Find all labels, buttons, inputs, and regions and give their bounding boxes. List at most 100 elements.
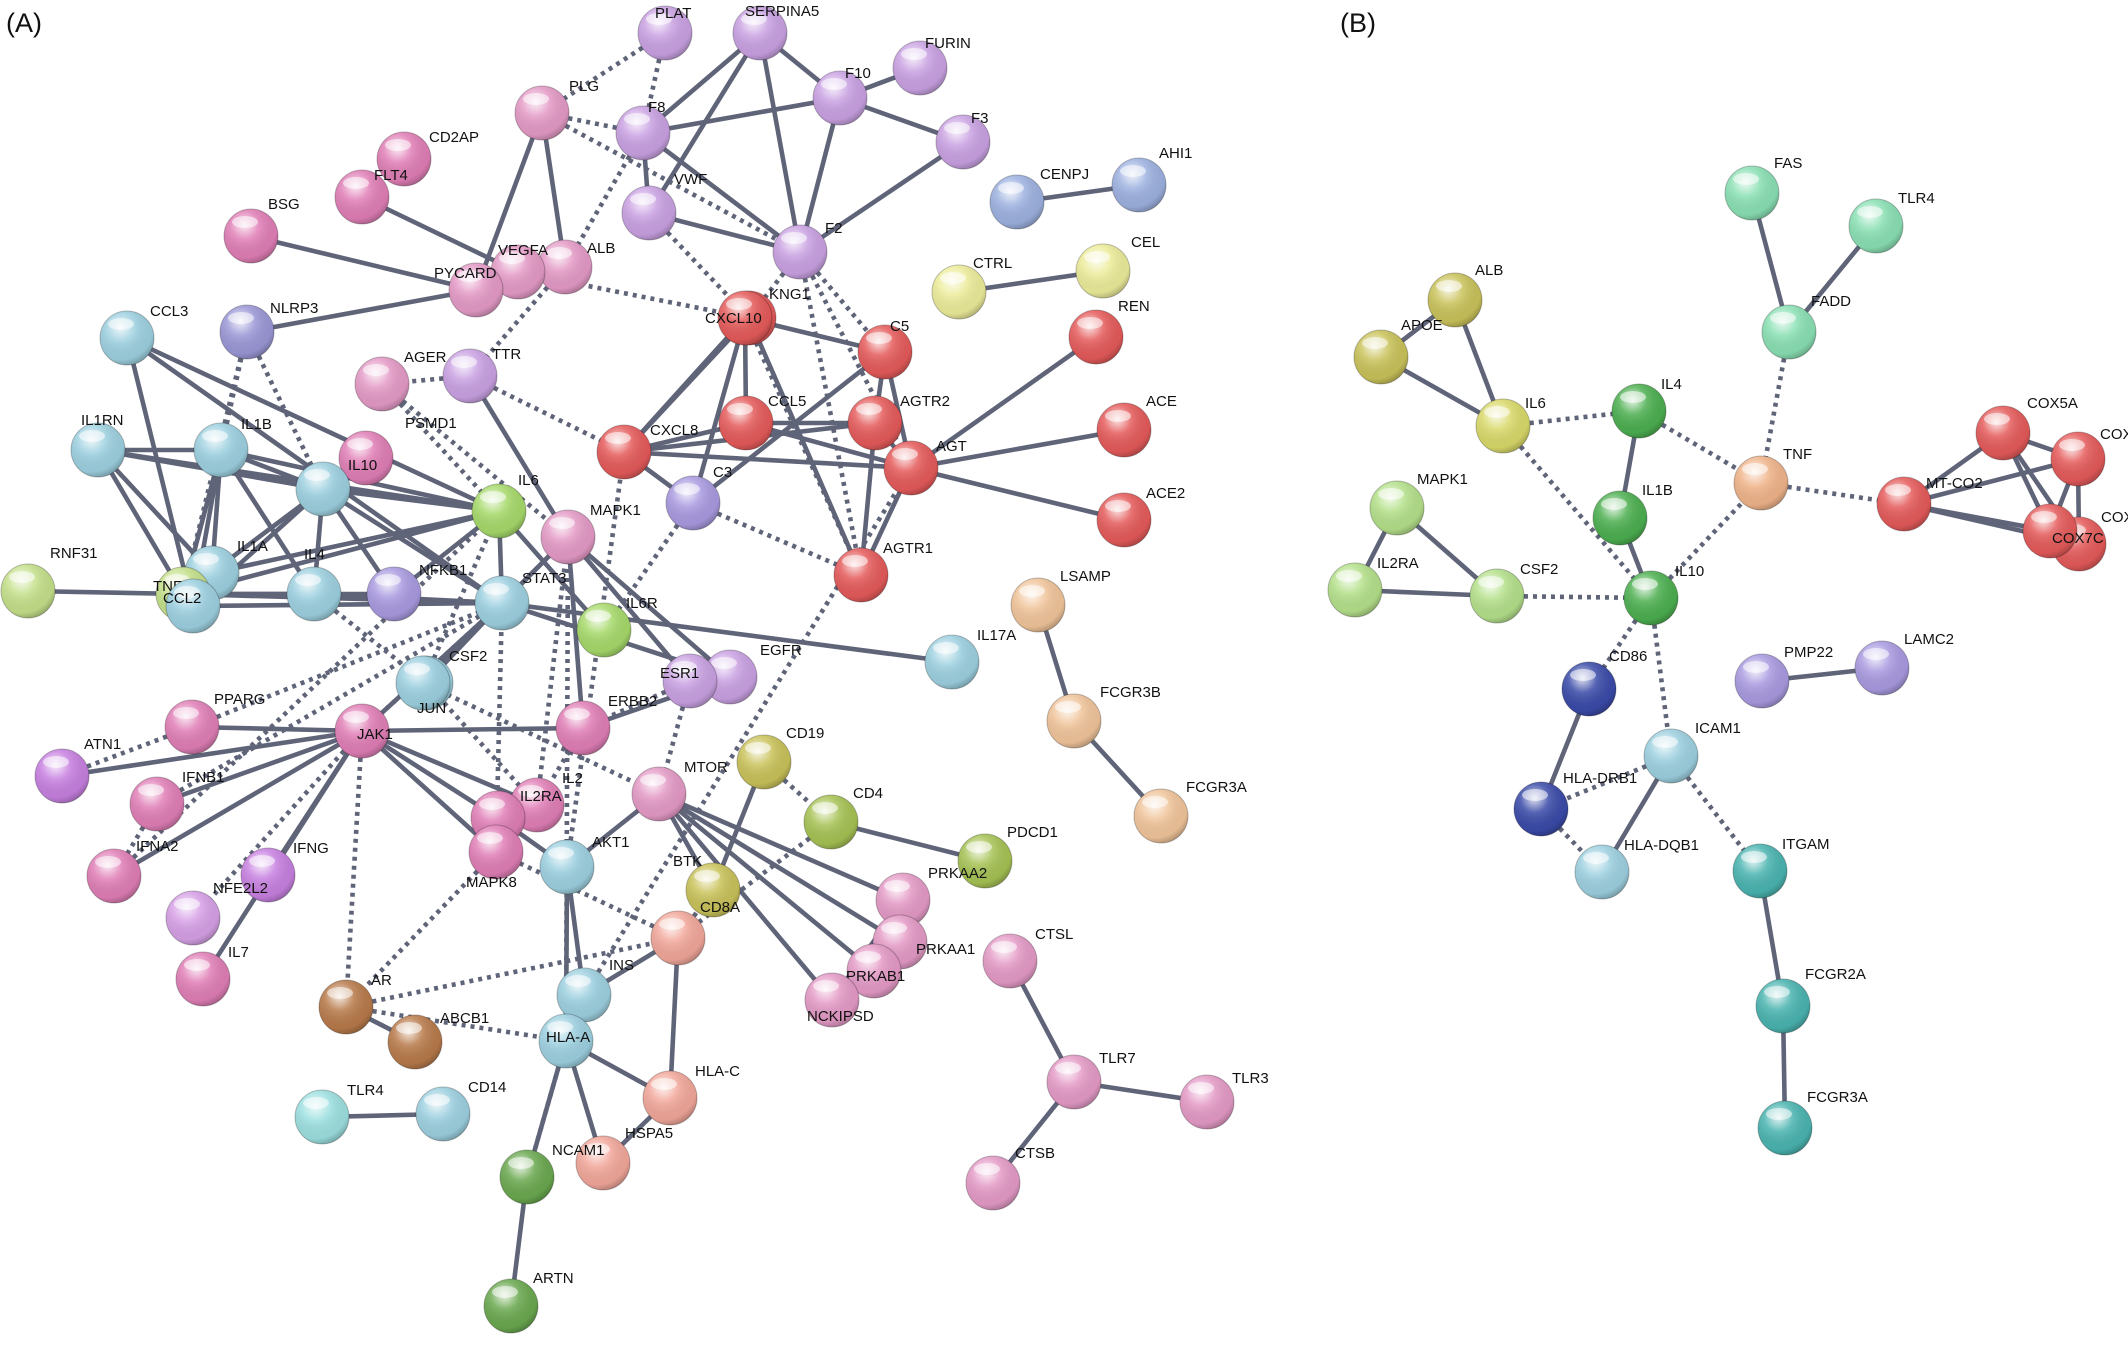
- panel-a-node-ar[interactable]: AR: [318, 972, 392, 1035]
- panel-a-node-artn[interactable]: ARTN: [483, 1270, 574, 1334]
- panel-b-node-apoe[interactable]: APOE: [1353, 317, 1443, 385]
- panel-a-node-ctsl[interactable]: CTSL: [982, 926, 1073, 989]
- panel-a-node-ren[interactable]: REN: [1068, 298, 1150, 365]
- panel-a-node-ccl2[interactable]: CCL2: [163, 578, 221, 634]
- panel-a-node-tlr7[interactable]: TLR7: [1046, 1050, 1136, 1110]
- panel-a-node-il7[interactable]: IL7: [175, 944, 249, 1007]
- panel-a-node-ctrl[interactable]: CTRL: [931, 255, 1012, 320]
- panel-a-node-rnf31[interactable]: RNF31: [0, 545, 98, 619]
- panel-a-node-nlrp3[interactable]: NLRP3: [219, 300, 318, 360]
- panel-a-node-alb[interactable]: ALB: [537, 239, 615, 295]
- panel-a-node-cel[interactable]: CEL: [1075, 234, 1160, 299]
- panel-a-node-furin[interactable]: FURIN: [892, 35, 971, 96]
- panel-a-node-esr1[interactable]: ESR1: [660, 653, 718, 709]
- panel-a-node-il1b[interactable]: IL1B: [193, 416, 272, 478]
- panel-a-node-il1rn[interactable]: IL1RN: [70, 412, 126, 478]
- panel-a-node-fcgr3b[interactable]: FCGR3B: [1046, 684, 1161, 749]
- panel-b-node-fcgr3a[interactable]: FCGR3A: [1757, 1089, 1868, 1156]
- panel-a-node-abcb1[interactable]: ABCB1: [387, 1010, 489, 1070]
- panel-a-node-il6r[interactable]: IL6R: [576, 595, 658, 658]
- panel-a-node-serpina5[interactable]: SERPINA5: [732, 3, 819, 61]
- panel-b-node-tlr4[interactable]: TLR4: [1848, 190, 1935, 254]
- panel-a-node-ifnb1[interactable]: IFNB1: [129, 769, 225, 832]
- panel-a-node-cd14[interactable]: CD14: [415, 1079, 506, 1142]
- panel-a-node-ace2[interactable]: ACE2: [1096, 485, 1185, 548]
- panel-a-node-ace[interactable]: ACE: [1096, 393, 1177, 458]
- panel-b-node-fadd[interactable]: FADD: [1761, 293, 1851, 360]
- panel-b-node-hla-dqb1[interactable]: HLA-DQB1: [1574, 837, 1699, 900]
- panel-a-node-nfkb1[interactable]: NFKB1: [366, 562, 467, 622]
- panel-a-node-tlr4[interactable]: TLR4: [294, 1082, 384, 1145]
- panel-b-node-mt-co2[interactable]: MT-CO2: [1876, 475, 1983, 532]
- panel-a-node-hspa5[interactable]: HSPA5: [575, 1125, 673, 1191]
- panel-a-node-agtr2[interactable]: AGTR2: [847, 393, 950, 451]
- panel-a-node-prkaa2[interactable]: PRKAA2: [875, 865, 987, 928]
- panel-a-node-cxcl8[interactable]: CXCL8: [596, 422, 698, 480]
- panel-a-node-egfr[interactable]: EGFR: [702, 642, 802, 705]
- panel-b-node-il1b[interactable]: IL1B: [1592, 482, 1673, 546]
- panel-a-node-mapk8[interactable]: MAPK8: [466, 824, 524, 891]
- panel-b-node-il2ra[interactable]: IL2RA: [1327, 555, 1419, 618]
- panel-a-node-akt1[interactable]: AKT1: [539, 834, 630, 895]
- panel-a-node-fcgr3a[interactable]: FCGR3A: [1133, 779, 1247, 844]
- panel-a-node-stat3[interactable]: STAT3: [474, 570, 566, 631]
- panel-b-node-lamc2[interactable]: LAMC2: [1854, 631, 1954, 696]
- panel-b-node-mapk1[interactable]: MAPK1: [1369, 471, 1468, 536]
- panel-a-node-hla-c[interactable]: HLA-C: [642, 1063, 740, 1126]
- panel-a-node-il17a[interactable]: IL17A: [924, 627, 1016, 690]
- panel-a-node-cd19[interactable]: CD19: [736, 725, 824, 790]
- panel-a-node-ahi1[interactable]: AHI1: [1111, 145, 1192, 213]
- panel-a-node-flt4[interactable]: FLT4: [334, 167, 408, 225]
- panel-a-node-plg[interactable]: PLG: [514, 78, 599, 141]
- panel-b-node-cox5a[interactable]: COX5A: [1975, 395, 2078, 461]
- panel-b-node-fas[interactable]: FAS: [1724, 155, 1802, 221]
- panel-a-node-ager[interactable]: AGER: [354, 349, 447, 412]
- panel-b-node-hla-drb1[interactable]: HLA-DRB1: [1513, 770, 1637, 837]
- panel-b-node-cox5b[interactable]: COX5B: [2050, 426, 2128, 487]
- panel-a-node-ncam1[interactable]: NCAM1: [499, 1142, 605, 1205]
- panel-a-node-pdcd1[interactable]: PDCD1: [957, 824, 1058, 889]
- panel-a-node-il6[interactable]: IL6: [471, 472, 539, 539]
- panel-b-node-fcgr2a[interactable]: FCGR2A: [1755, 966, 1866, 1034]
- panel-b-node-pmp22[interactable]: PMP22: [1734, 644, 1833, 709]
- panel-a-node-ttr[interactable]: TTR: [442, 346, 521, 404]
- panel-a-node-f10[interactable]: F10: [812, 65, 871, 126]
- panel-a-node-agtr1[interactable]: AGTR1: [833, 540, 933, 603]
- panel-a-node-pparg[interactable]: PPARG: [164, 691, 265, 755]
- panel-a-node-mtor[interactable]: MTOR: [631, 759, 728, 822]
- panel-a-node-c5[interactable]: C5: [857, 318, 913, 380]
- panel-a-node-plat[interactable]: PLAT: [637, 5, 693, 61]
- panel-a-node-nckipsd[interactable]: NCKIPSD: [804, 972, 874, 1028]
- panel-a-node-psmd1[interactable]: PSMD1: [338, 415, 457, 486]
- panel-a-node-cxcl10[interactable]: CXCL10: [705, 290, 773, 346]
- panel-a-node-cd8a[interactable]: CD8A: [650, 899, 740, 966]
- panel-b-node-tnf[interactable]: TNF: [1733, 446, 1812, 511]
- panel-a-node-btk[interactable]: BTK: [673, 853, 741, 918]
- panel-b-node-il6[interactable]: IL6: [1475, 395, 1546, 454]
- panel-a-node-nfe2l2[interactable]: NFE2L2: [165, 880, 268, 946]
- panel-a-node-ccl5[interactable]: CCL5: [718, 393, 806, 451]
- panel-a-node-jun[interactable]: JUN: [395, 655, 451, 717]
- panel-a-node-lsamp[interactable]: LSAMP: [1010, 568, 1111, 633]
- panel-a-node-ifng[interactable]: IFNG: [240, 840, 329, 903]
- panel-a-node-cd4[interactable]: CD4: [803, 785, 883, 850]
- panel-a-node-vwf[interactable]: VWF: [621, 171, 707, 241]
- panel-a-node-ccl3[interactable]: CCL3: [99, 303, 188, 366]
- panel-a-node-prkab1[interactable]: PRKAB1: [846, 943, 905, 999]
- panel-a-node-vegfa[interactable]: VEGFA: [490, 242, 548, 300]
- panel-b-node-cox7c[interactable]: COX7C: [2022, 503, 2104, 559]
- panel-b-node-cd86[interactable]: CD86: [1561, 648, 1647, 717]
- panel-a-node-jak1[interactable]: JAK1: [334, 703, 393, 759]
- panel-a-node-bsg[interactable]: BSG: [223, 196, 300, 264]
- panel-a-node-f2[interactable]: F2: [772, 220, 843, 280]
- panel-b-node-csf2[interactable]: CSF2: [1469, 561, 1558, 624]
- panel-a-node-c3[interactable]: C3: [665, 464, 732, 531]
- panel-a-node-il4[interactable]: IL4: [286, 546, 342, 622]
- panel-a-node-ctsb[interactable]: CTSB: [965, 1145, 1055, 1211]
- panel-a-node-ins[interactable]: INS: [556, 957, 634, 1023]
- panel-a-node-erbb2[interactable]: ERBB2: [555, 693, 657, 756]
- panel-a-node-agt[interactable]: AGT: [883, 438, 967, 496]
- panel-b-node-il10[interactable]: IL10: [1623, 563, 1704, 626]
- panel-b-node-icam1[interactable]: ICAM1: [1643, 720, 1741, 784]
- panel-a-node-cd2ap[interactable]: CD2AP: [376, 129, 479, 187]
